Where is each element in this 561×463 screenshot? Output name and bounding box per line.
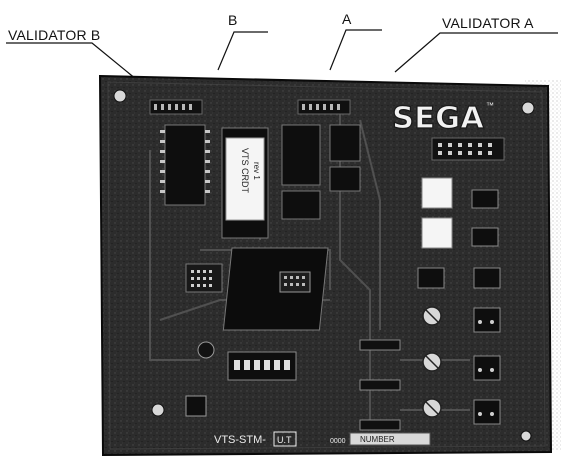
header-pins [431, 137, 505, 161]
sega-logo-text: SEGA [392, 101, 485, 136]
mounting-hole [113, 89, 127, 103]
trademark-mark: ™ [486, 101, 494, 110]
callout-a-label: A [342, 11, 352, 27]
dip-switch-bottom [227, 351, 297, 381]
leader-validator-b [6, 42, 143, 85]
transistor-modules [417, 189, 501, 425]
part-number-prefix: VTS-STM- [214, 434, 266, 446]
part-number-silkscreen: VTS-STM- U.T 0000 NUMBER [214, 431, 431, 447]
connector-b [149, 99, 203, 115]
header-block-left [185, 263, 223, 293]
serial-prefix: 0000 [330, 438, 346, 445]
leader-b [217, 31, 268, 71]
leader-validator-a [394, 32, 558, 73]
callout-lines [6, 29, 558, 85]
ic-chip-middle [281, 124, 321, 220]
leader-a [329, 29, 382, 71]
eprom-sub-label: rev 1 [252, 162, 261, 180]
eprom-chip: VTS CRDT rev 1 [221, 127, 269, 239]
capacitor [197, 341, 215, 359]
serial-number: NUMBER [360, 435, 395, 444]
mounting-hole [520, 430, 532, 442]
pcb-board: VTS CRDT rev 1 SEGA ™ [98, 74, 553, 457]
resistor-array [359, 339, 401, 431]
eprom-label: VTS CRDT [240, 148, 250, 194]
callout-validator-b-label: VALIDATOR B [8, 27, 101, 43]
callout-b-label: B [228, 12, 238, 28]
mounting-hole [151, 403, 165, 417]
transistor-dots [478, 320, 494, 416]
relay-block-bottom [421, 217, 453, 249]
connector-a [297, 99, 351, 115]
small-ic-bottom-left [185, 395, 207, 417]
callout-validator-a-label: VALIDATOR A [442, 15, 534, 31]
mounting-hole [521, 101, 535, 115]
part-number-suffix: U.T [277, 435, 292, 445]
ic-chip-right-top [329, 124, 361, 192]
relay-block-top [421, 177, 453, 209]
ic-chip-left [160, 124, 210, 206]
sega-logo: SEGA ™ [391, 100, 494, 136]
ic-chip-large [222, 247, 329, 331]
